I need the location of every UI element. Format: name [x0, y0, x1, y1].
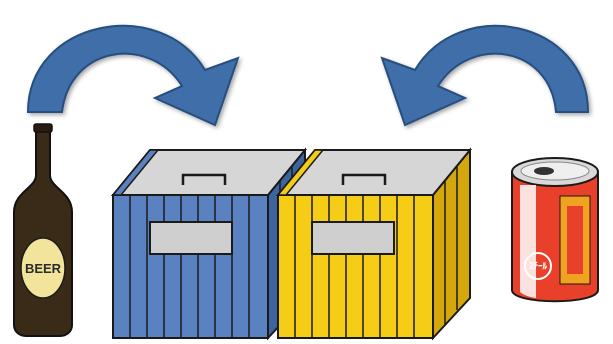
can-pull-tab	[534, 167, 554, 175]
steel-can-icon: ｽﾁｰﾙ	[512, 158, 598, 301]
blue-recycling-bin	[113, 150, 305, 338]
yellow-recycling-bin	[278, 150, 470, 338]
curved-arrow-right-icon	[28, 26, 238, 125]
blue-bin-label-plate	[150, 222, 232, 254]
bottle-label-text: BEER	[25, 261, 62, 276]
yellow-bin-label-plate	[312, 222, 394, 254]
beer-bottle-icon: BEER	[14, 124, 72, 336]
can-logo-text: ｽﾁｰﾙ	[529, 261, 548, 271]
curved-arrow-left-icon	[382, 26, 588, 125]
